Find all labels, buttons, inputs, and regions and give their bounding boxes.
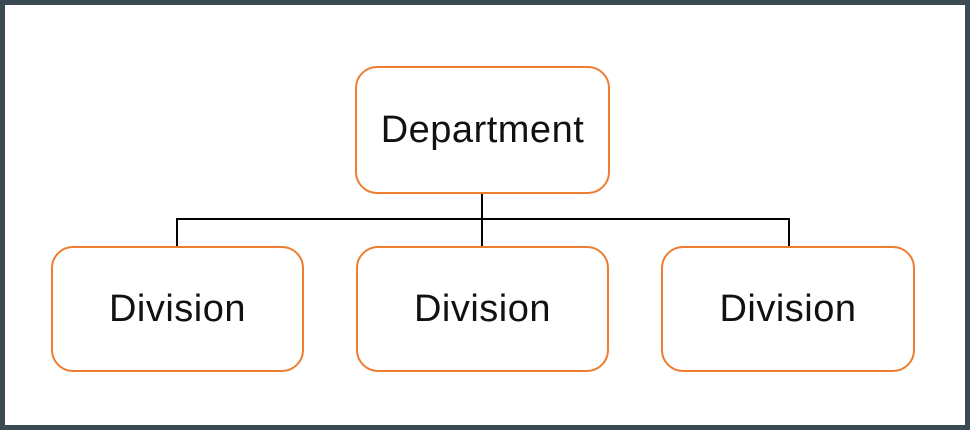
department-node-label: Department bbox=[380, 108, 585, 151]
connector-root-to-rail bbox=[481, 194, 483, 246]
division-node-3-label: Division bbox=[719, 287, 857, 330]
division-node-2-label: Division bbox=[413, 287, 552, 330]
department-node: Department bbox=[355, 66, 610, 194]
connector-rail-to-division-1 bbox=[176, 218, 178, 246]
connector-rail-to-division-3 bbox=[788, 218, 790, 246]
division-node-2: Division bbox=[356, 246, 609, 372]
division-node-3: Division bbox=[661, 246, 915, 372]
division-node-1: Division bbox=[51, 246, 304, 372]
connector-horizontal-rail bbox=[176, 218, 790, 220]
division-node-1-label: Division bbox=[108, 287, 247, 330]
